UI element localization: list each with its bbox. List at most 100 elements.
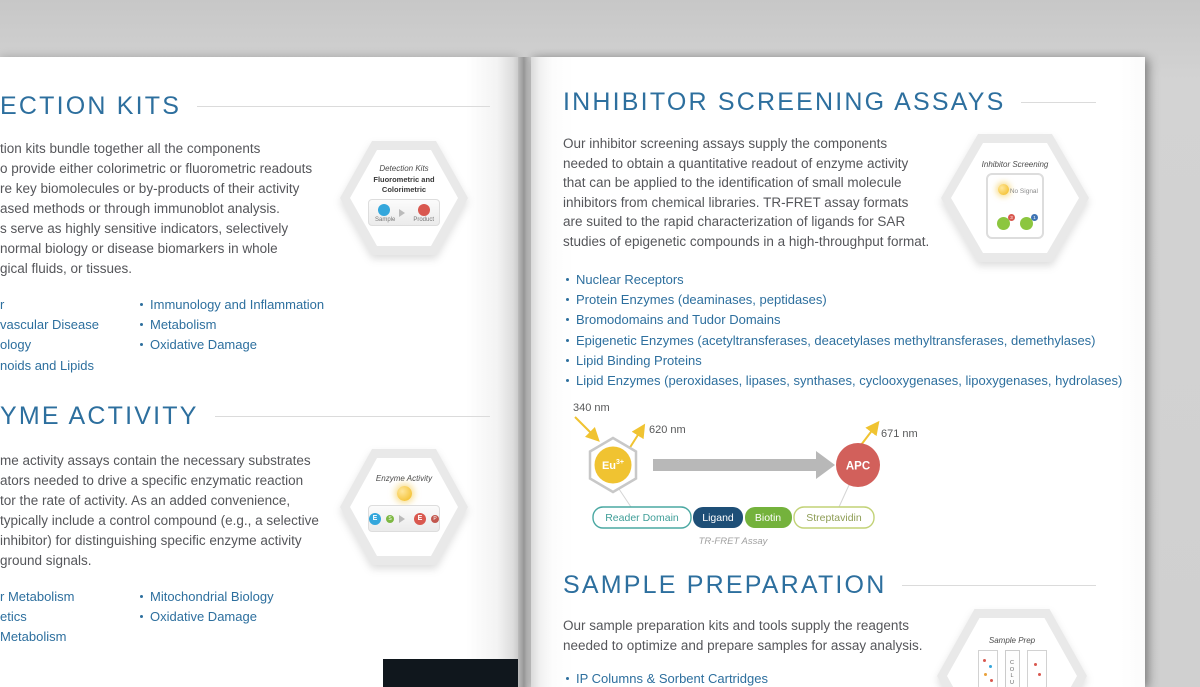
list-item: Lipid Enzymes (peroxidases, lipases, syn… (566, 370, 1122, 390)
biotin-label: Biotin (755, 512, 781, 524)
enzyme-tray: E S E P (368, 505, 440, 532)
detection-kits-title: ECTION KITS (0, 92, 182, 120)
fluorescence-glow-icon (396, 486, 412, 501)
list-item: Metabolism (140, 314, 324, 334)
icon-title: Detection Kits (379, 164, 429, 173)
paragraph-line: gical fluids, or tissues. (0, 261, 133, 276)
sample-speck (989, 679, 993, 682)
substrate-dot: S (386, 514, 394, 523)
compound-dot (1020, 217, 1033, 230)
sample-dot (378, 203, 390, 216)
europium-charge: 3+ (616, 459, 624, 466)
sample-speck (983, 673, 987, 676)
enzyme-list-right-column: Mitochondrial Biology Oxidative Damage (140, 586, 274, 627)
sample-label: Sample (375, 216, 396, 223)
inhibitor-screening-icon: Inhibitor Screening No Signal 3 1 (941, 134, 1089, 262)
reaction-arrow-icon (399, 514, 409, 523)
list-item: Mitochondrial Biology (140, 586, 274, 606)
paragraph-line: Our inhibitor screening assays supply th… (563, 136, 888, 151)
list-item: IP Columns & Sorbent Cartridges (566, 668, 768, 687)
enzyme-activity-title: YME ACTIVITY (0, 402, 199, 430)
sample-speck (1037, 673, 1041, 676)
list-item: vascular Disease (0, 316, 99, 332)
emission-671-label: 671 nm (881, 428, 918, 440)
tr-fret-diagram: 340 nm 620 nm 671 nm Eu3+ APC Reader Dom… (573, 402, 918, 547)
icon-subtitle: Fluorometric and Colorimetric (373, 175, 435, 194)
paragraph-line: studies of epigenetic compounds in a hig… (563, 233, 930, 249)
list-item: Protein Enzymes (deaminases, peptidases) (566, 289, 1122, 309)
paragraph-line: needed to obtain a quantitative readout … (563, 155, 909, 171)
connector-line (618, 488, 632, 508)
sample-preparation-title: SAMPLE PREPARATION (563, 571, 887, 599)
emission-671-arrow-icon (860, 420, 880, 446)
sample-preparation-heading-row: SAMPLE PREPARATION (563, 570, 1096, 600)
paragraph-line: are suited to the rapid characterization… (563, 214, 906, 229)
ligand-label: Ligand (702, 512, 734, 524)
inhibitor-screening-title: INHIBITOR SCREENING ASSAYS (563, 88, 1006, 116)
paragraph-line: ground signals. (0, 553, 92, 568)
sample-tube (977, 650, 998, 687)
column-label: C O L U (1009, 660, 1015, 686)
apc-label: APC (846, 461, 870, 473)
sample-prep-illustration: C O L U (977, 650, 1047, 687)
list-item: Nuclear Receptors (566, 269, 1122, 289)
heading-rule (902, 584, 1096, 586)
paragraph-line: re key biomolecules or by-products of th… (0, 181, 300, 196)
hexagon-content: Detection Kits Fluorometric and Colorime… (350, 150, 458, 246)
connector-line (838, 484, 850, 508)
europium-label: Eu3+ (602, 459, 624, 472)
paragraph-line: needed to optimize and prepare samples f… (563, 637, 923, 653)
fluorophore-dot (998, 184, 1009, 195)
list-item: r Metabolism (0, 588, 75, 604)
europium-circle (594, 446, 632, 484)
paragraph-line: ased methods or through immunoblot analy… (0, 201, 280, 216)
sample-speck (1033, 663, 1037, 666)
list-item: etics (0, 608, 27, 624)
detection-kits-paragraph: tion kits bundle together all the compon… (0, 139, 312, 279)
streptavidin-label: Streptavidin (806, 512, 862, 524)
emission-620-arrow-icon (628, 423, 646, 450)
paragraph-line: me activity assays contain the necessary… (0, 453, 311, 468)
icon-title: Enzyme Activity (375, 474, 433, 483)
list-item: Lipid Binding Proteins (566, 350, 1122, 370)
heading-rule (1021, 101, 1096, 103)
inhibitor-bullet-list: Nuclear Receptors Protein Enzymes (deami… (566, 269, 1122, 391)
compound-dot (997, 217, 1010, 230)
compound-badge: 1 (1031, 214, 1038, 221)
sample-prep-bullet-list: IP Columns & Sorbent Cartridges (566, 668, 768, 687)
paragraph-line: s serve as highly sensitive indicators, … (0, 221, 289, 236)
sample-preparation-paragraph: Our sample preparation kits and tools su… (563, 616, 922, 655)
energy-transfer-arrow-head (816, 451, 835, 479)
paragraph-line: inhibitors from chemical libraries. TR-F… (563, 194, 909, 210)
reader-domain-box (592, 506, 692, 529)
emission-620-label: 620 nm (649, 424, 686, 436)
paragraph-line: normal biology or disease biomarkers in … (0, 241, 278, 256)
heading-rule (214, 415, 490, 417)
list-item: Oxidative Damage (140, 606, 274, 626)
inhibitor-screening-paragraph: Our inhibitor screening assays supply th… (563, 134, 929, 251)
energy-transfer-arrow-shaft (653, 459, 816, 471)
apc-circle (836, 443, 880, 487)
detection-list-right-column: Immunology and Inflammation Metabolism O… (140, 294, 324, 355)
paragraph-line: Our sample preparation kits and tools su… (563, 618, 909, 633)
list-item: r (0, 296, 5, 312)
list-item: Metabolism (0, 629, 67, 645)
paragraph-line: typically include a control compound (e.… (0, 513, 319, 528)
sample-prep-icon: Sample Prep C O L U (937, 609, 1087, 687)
product-label: Product (413, 216, 434, 223)
biotin-box (745, 507, 792, 528)
list-item: Bromodomains and Tudor Domains (566, 310, 1122, 330)
paragraph-line: o provide either colorimetric or fluorom… (0, 161, 313, 176)
product-dot (418, 203, 430, 216)
heading-rule (197, 105, 490, 107)
excitation-wavelength-label: 340 nm (573, 402, 610, 414)
enzyme-activity-heading-row: YME ACTIVITY (0, 401, 490, 431)
sample-tray: Sample Product (368, 198, 440, 226)
left-page: ECTION KITS tion kits bundle together al… (0, 57, 518, 687)
assay-well: No Signal 3 1 (986, 173, 1044, 239)
prep-column: C O L U (1004, 650, 1020, 687)
paragraph-line: that can be applied to the identificatio… (563, 175, 902, 190)
paragraph-line: ators needed to drive a specific enzymat… (0, 473, 304, 488)
detection-list-left-column: r vascular Disease ology noids and Lipid… (0, 294, 99, 375)
